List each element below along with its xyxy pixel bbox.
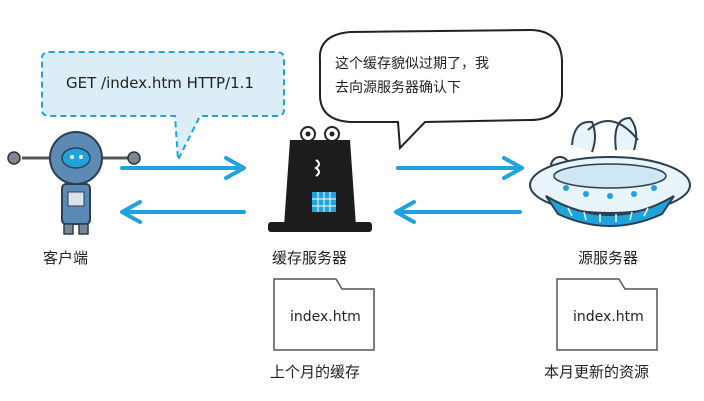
- origin-file-caption: 本月更新的资源: [544, 363, 650, 381]
- client-label: 客户端: [43, 249, 89, 267]
- origin-server-icon: [529, 116, 691, 227]
- origin-file-name: index.htm: [573, 309, 644, 325]
- cache-server-icon: [268, 126, 372, 232]
- origin-file-icon: [556, 278, 658, 351]
- origin-server-label: 源服务器: [578, 249, 639, 267]
- cache-file-caption: 上个月的缓存: [270, 363, 361, 381]
- speech-line-2: 去向源服务器确认下: [335, 80, 461, 96]
- arrow-origin-to-cache: [394, 200, 522, 224]
- client-robot-icon: [7, 131, 141, 235]
- speech-line-1: 这个缓存貌似过期了，我: [335, 56, 489, 72]
- cache-file-name: index.htm: [290, 309, 361, 325]
- arrow-cache-to-origin: [396, 156, 524, 180]
- cache-server-label: 缓存服务器: [272, 249, 348, 267]
- cache-file-icon: [273, 278, 375, 351]
- arrow-cache-to-client: [120, 200, 246, 224]
- speech-bubble: [318, 28, 563, 151]
- request-text: GET /index.htm HTTP/1.1: [66, 74, 254, 92]
- request-bubble: [41, 51, 285, 164]
- arrow-client-to-cache: [120, 156, 246, 180]
